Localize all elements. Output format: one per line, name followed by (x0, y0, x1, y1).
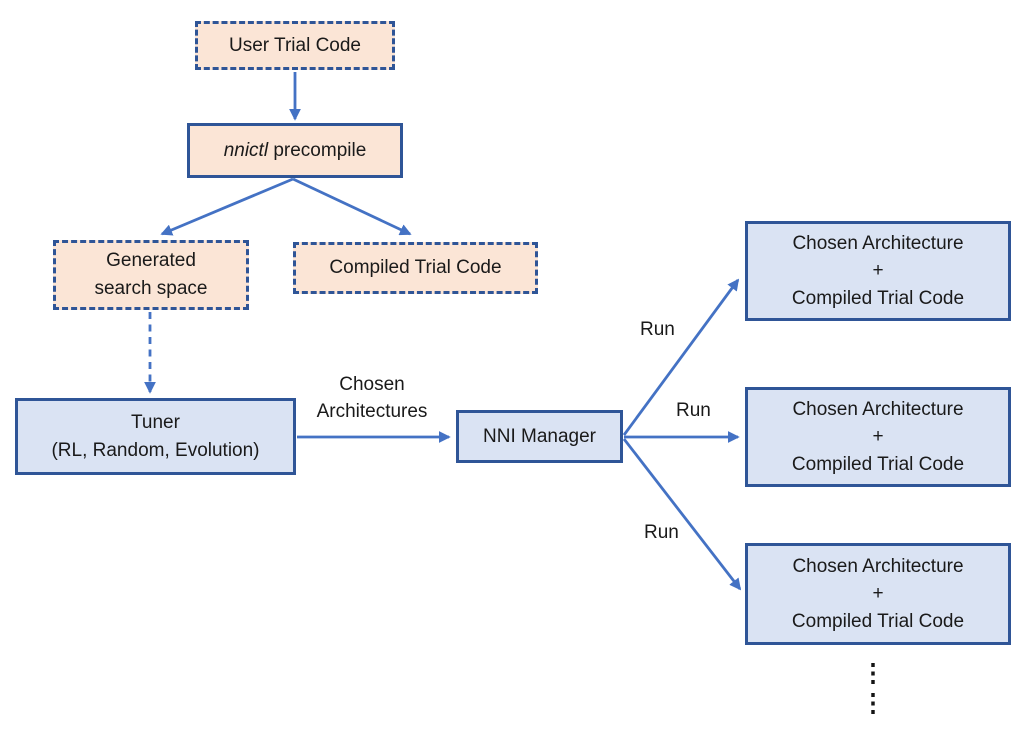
node-nnictl-precompile: nnictl precompile (187, 123, 403, 178)
nni-manager-label: NNI Manager (483, 425, 596, 447)
node-compiled-trial-code: Compiled Trial Code (293, 242, 538, 294)
generated-search-space-label: Generated search space (94, 250, 208, 299)
node-chosen-architecture-2: Chosen Architecture + Compiled Trial Cod… (745, 387, 1011, 487)
chosen-architecture-3-label: Chosen Architecture + Compiled Trial Cod… (791, 555, 965, 632)
nnictl-precompile-label: nnictl precompile (224, 137, 367, 165)
edge-label-run-top: Run (640, 319, 675, 340)
node-generated-search-space: Generated search space (53, 240, 249, 310)
edge-label-run-bottom: Run (644, 522, 679, 543)
node-chosen-architecture-3: Chosen Architecture + Compiled Trial Cod… (745, 543, 1011, 645)
nnictl-precompile-label-rest: precompile (268, 139, 367, 161)
node-chosen-architecture-1: Chosen Architecture + Compiled Trial Cod… (745, 221, 1011, 321)
tuner-label: Tuner (RL, Random, Evolution) (51, 411, 260, 461)
arrow-nni-to-arch-3 (622, 438, 742, 591)
compiled-trial-code-label: Compiled Trial Code (329, 257, 502, 279)
chosen-architecture-2-label: Chosen Architecture + Compiled Trial Cod… (791, 398, 965, 475)
vertical-ellipsis-icon: ⋮ ⋮ (860, 659, 886, 717)
arrow-nni-to-arch-1 (622, 278, 740, 436)
arrow-precompile-to-compiled-code (292, 177, 412, 236)
edge-label-run-middle: Run (676, 400, 711, 421)
node-tuner: Tuner (RL, Random, Evolution) (15, 398, 296, 475)
node-nni-manager: NNI Manager (456, 410, 623, 463)
nnictl-precompile-label-italic: nnictl (223, 139, 269, 161)
edge-label-chosen-architectures: Chosen Architectures (316, 374, 428, 422)
node-user-trial-code: User Trial Code (195, 21, 395, 70)
arrow-precompile-to-search-space (160, 177, 294, 236)
user-trial-code-label: User Trial Code (229, 34, 361, 56)
chosen-architecture-1-label: Chosen Architecture + Compiled Trial Cod… (791, 232, 965, 309)
